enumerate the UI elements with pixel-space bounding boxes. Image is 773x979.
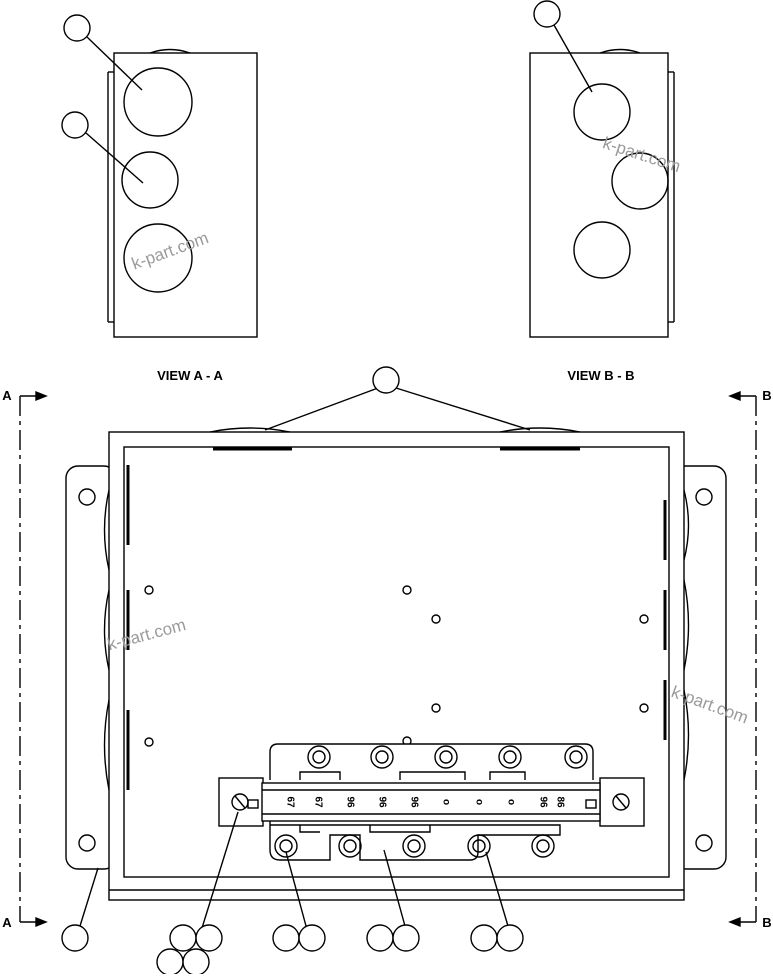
enclosure xyxy=(65,427,727,901)
view-a-hole-middle xyxy=(121,151,179,209)
section-a-arrow-bottom xyxy=(35,916,48,928)
right-clamp-screw xyxy=(612,793,630,811)
interior-hole xyxy=(639,614,649,624)
stud-nut xyxy=(467,834,491,858)
view-b-hole-middle xyxy=(611,152,669,210)
callout-end-clamp[interactable] xyxy=(156,811,239,976)
mounting-hole xyxy=(695,488,713,506)
stud-nut xyxy=(498,745,522,769)
interior-hole xyxy=(431,614,441,624)
terminal-label: 96 xyxy=(537,796,548,808)
callout-bus-stud[interactable] xyxy=(470,851,524,952)
callout-view-b-1[interactable] xyxy=(533,0,593,93)
stud-nut xyxy=(564,745,588,769)
interior-hole xyxy=(144,585,154,595)
mounting-hole xyxy=(78,488,96,506)
callout-view-a-2[interactable] xyxy=(61,111,144,184)
view-b-hole-bottom xyxy=(573,221,631,279)
stud-nut xyxy=(434,745,458,769)
callout-bracket[interactable] xyxy=(366,849,420,952)
stud-nut xyxy=(531,834,555,858)
terminal-label: 86 xyxy=(554,796,565,808)
section-a-arrow-top xyxy=(35,390,48,402)
interior-hole xyxy=(402,585,412,595)
view-b-hole-top xyxy=(573,83,631,141)
section-marker-b-top: B xyxy=(762,388,771,403)
terminal-label: o xyxy=(440,799,451,805)
mounting-hole xyxy=(695,834,713,852)
interior-hole xyxy=(639,703,649,713)
mounting-hole xyxy=(78,834,96,852)
enclosure-body xyxy=(108,431,685,901)
view-b-label: VIEW B - B xyxy=(567,368,634,383)
view-a-box xyxy=(107,48,258,338)
enclosure-inner-wall xyxy=(123,446,670,878)
section-marker-a-top: A xyxy=(2,388,12,403)
section-line-a xyxy=(19,390,48,928)
terminal-strip-labels: 67 67 96 96 96 o o o 96 86 xyxy=(284,796,565,808)
stud-nut xyxy=(307,745,331,769)
terminal-label: 67 xyxy=(284,796,295,808)
terminal-label: 96 xyxy=(344,796,355,808)
terminal-label: o xyxy=(473,799,484,805)
terminal-label: 96 xyxy=(376,796,387,808)
callout-flange[interactable] xyxy=(61,867,99,952)
section-marker-b-bottom: B xyxy=(762,915,771,930)
callout-top-knockouts[interactable] xyxy=(264,366,531,431)
view-a-hole-top xyxy=(123,67,193,137)
terminal-label: o xyxy=(505,799,516,805)
view-a-hole-bottom xyxy=(123,223,193,293)
section-b-arrow-top xyxy=(728,390,741,402)
terminal-label: 96 xyxy=(408,796,419,808)
watermark: k-part.com xyxy=(129,228,211,273)
terminal-assembly xyxy=(218,743,645,861)
right-end-clamp xyxy=(599,777,645,827)
watermark: k-part.com xyxy=(601,133,683,176)
view-a-label: VIEW A - A xyxy=(157,368,223,383)
section-line-b xyxy=(728,390,757,928)
section-b-arrow-bottom xyxy=(728,916,741,928)
callout-terminal-nut[interactable] xyxy=(272,851,326,952)
stud-nut xyxy=(370,745,394,769)
callout-view-a-1[interactable] xyxy=(63,14,143,91)
terminal-label: 67 xyxy=(312,796,323,808)
view-b-box xyxy=(529,48,675,338)
interior-hole xyxy=(144,737,154,747)
stud-nut xyxy=(338,834,362,858)
left-end-clamp xyxy=(218,777,264,827)
interior-hole xyxy=(431,703,441,713)
stud-nut xyxy=(402,834,426,858)
section-marker-a-bottom: A xyxy=(2,915,12,930)
